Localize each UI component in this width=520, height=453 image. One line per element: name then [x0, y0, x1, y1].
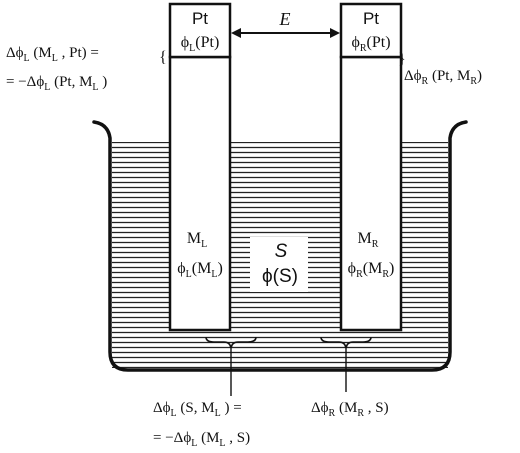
beaker	[92, 120, 468, 372]
right-pt-brace: }	[398, 51, 406, 68]
right-pt-interface-eq: ΔϕR (Pt, MR)	[404, 68, 482, 87]
right-metal-potential: ϕR(MR)	[348, 260, 395, 280]
right-electrode-pt	[339, 2, 403, 59]
right-pt-label: Pt	[363, 9, 379, 28]
solution-label: S	[275, 241, 288, 262]
left-electrode-pt	[168, 2, 232, 59]
left-metal-potential: ϕL(ML)	[177, 260, 223, 280]
right-solution-interface-eq: ΔϕR (MR , S)	[311, 400, 389, 419]
right-electrode-metal	[339, 55, 403, 332]
solution-label-backing	[250, 237, 308, 292]
left-solution-interface-eq-line2: = −ΔϕL (ML , S)	[153, 430, 250, 449]
right-metal-label: MR	[358, 230, 379, 250]
solution-potential: ϕ(S)	[262, 266, 298, 287]
left-pt-interface-eq-line2: = −ΔϕL (Pt, ML )	[6, 74, 107, 93]
left-metal-label: ML	[187, 230, 207, 250]
left-pt-brace: {	[159, 49, 167, 66]
left-pt-label: Pt	[192, 9, 208, 28]
left-electrode-metal	[168, 55, 232, 332]
emf-arrow	[231, 28, 340, 38]
emf-label: E	[279, 9, 291, 29]
right-pt-potential: ϕR(Pt)	[351, 34, 390, 54]
left-pt-potential: ϕL(Pt)	[181, 34, 220, 54]
left-solution-interface-eq-line1: ΔϕL (S, ML ) =	[153, 400, 242, 419]
left-pt-interface-eq-line1: ΔϕL (ML , Pt) =	[6, 45, 99, 64]
